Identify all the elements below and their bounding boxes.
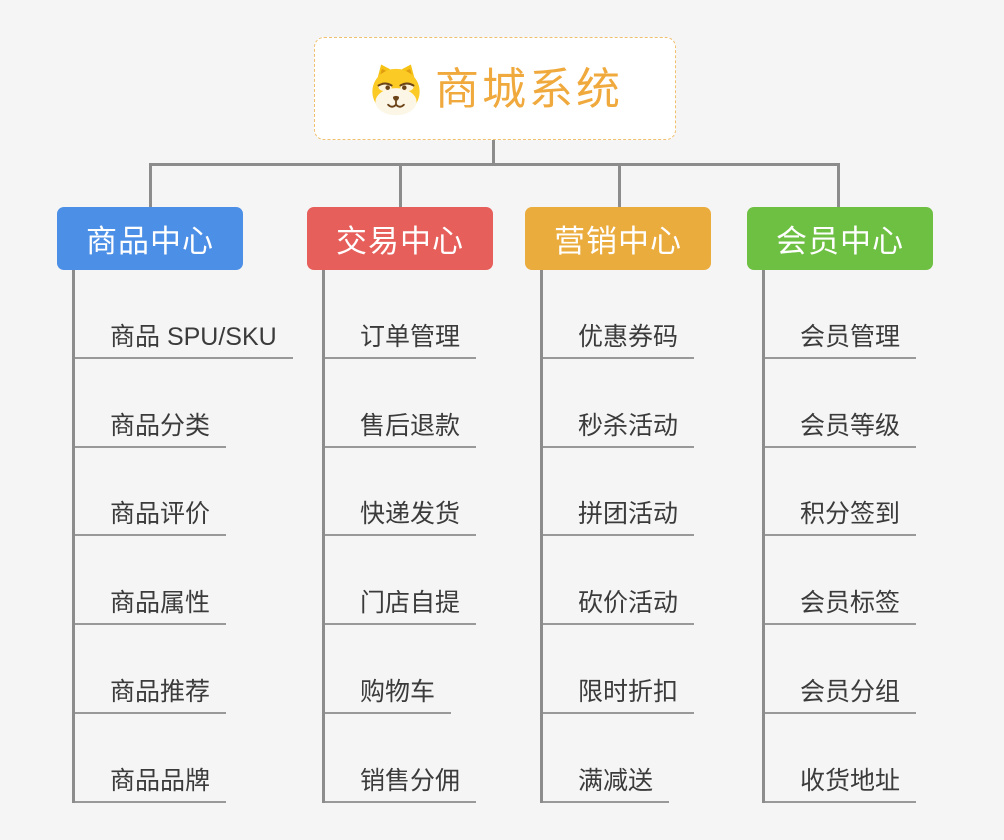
- child-row: 商品评价: [75, 448, 287, 537]
- child-row: 商品 SPU/SKU: [75, 270, 293, 359]
- child-node[interactable]: 积分签到: [765, 502, 917, 537]
- shiba-dog-icon: [372, 64, 420, 115]
- child-node[interactable]: 商品品牌: [75, 768, 227, 803]
- child-row: 门店自提: [325, 536, 537, 626]
- child-row: 商品分类: [75, 359, 287, 448]
- child-node[interactable]: 售后退款: [325, 413, 477, 448]
- branch-column-product: 商品中心 商品 SPU/SKU 商品分类 商品评价 商品属性 商品推荐 商品品牌: [57, 207, 293, 803]
- child-row: 会员分组: [765, 625, 977, 714]
- child-row: 砍价活动: [543, 536, 755, 626]
- child-row: 会员管理: [765, 270, 977, 359]
- branch-column-marketing: 营销中心 优惠券码 秒杀活动 拼团活动 砍价活动 限时折扣 满减送: [525, 207, 755, 803]
- child-node[interactable]: 限时折扣: [543, 679, 695, 714]
- branch-children-product: 商品 SPU/SKU 商品分类 商品评价 商品属性 商品推荐 商品品牌: [72, 270, 293, 803]
- child-row: 订单管理: [325, 270, 537, 359]
- child-node[interactable]: 商品推荐: [75, 679, 227, 714]
- branch-column-member: 会员中心 会员管理 会员等级 积分签到 会员标签 会员分组 收货地址: [747, 207, 977, 803]
- child-node[interactable]: 满减送: [543, 768, 670, 803]
- child-row: 拼团活动: [543, 448, 755, 537]
- child-row: 商品品牌: [75, 714, 287, 803]
- child-node[interactable]: 销售分佣: [325, 768, 477, 803]
- child-row: 会员标签: [765, 536, 977, 626]
- branch-drop-line-1: [149, 165, 152, 207]
- root-node[interactable]: 商城系统: [314, 37, 676, 140]
- branch-node-trade[interactable]: 交易中心: [307, 207, 493, 270]
- branch-column-trade: 交易中心 订单管理 售后退款 快递发货 门店自提 购物车 销售分佣: [307, 207, 537, 803]
- child-row: 收货地址: [765, 714, 977, 803]
- child-node[interactable]: 快递发货: [325, 502, 477, 537]
- child-node[interactable]: 优惠券码: [543, 324, 695, 359]
- child-node[interactable]: 会员标签: [765, 591, 917, 626]
- child-node[interactable]: 商品评价: [75, 502, 227, 537]
- root-connector-vertical: [492, 140, 495, 165]
- child-node[interactable]: 商品分类: [75, 413, 227, 448]
- child-node[interactable]: 会员分组: [765, 679, 917, 714]
- child-row: 限时折扣: [543, 625, 755, 714]
- child-row: 会员等级: [765, 359, 977, 448]
- child-row: 优惠券码: [543, 270, 755, 359]
- child-node[interactable]: 订单管理: [325, 324, 477, 359]
- child-row: 销售分佣: [325, 714, 537, 803]
- child-node[interactable]: 会员管理: [765, 324, 917, 359]
- child-row: 积分签到: [765, 448, 977, 537]
- child-node[interactable]: 门店自提: [325, 591, 477, 626]
- child-node[interactable]: 秒杀活动: [543, 413, 695, 448]
- branch-drop-line-2: [399, 165, 402, 207]
- branch-children-marketing: 优惠券码 秒杀活动 拼团活动 砍价活动 限时折扣 满减送: [540, 270, 755, 803]
- child-node[interactable]: 商品属性: [75, 591, 227, 626]
- branch-drop-line-3: [618, 165, 621, 207]
- child-row: 商品推荐: [75, 625, 287, 714]
- branch-connector-horizontal: [149, 163, 840, 166]
- branch-node-marketing[interactable]: 营销中心: [525, 207, 711, 270]
- root-title: 商城系统: [435, 64, 623, 114]
- child-row: 满减送: [543, 714, 755, 803]
- branch-drop-line-4: [837, 165, 840, 207]
- child-row: 购物车: [325, 625, 537, 714]
- child-row: 秒杀活动: [543, 359, 755, 448]
- child-node[interactable]: 砍价活动: [543, 591, 695, 626]
- child-row: 售后退款: [325, 359, 537, 448]
- branch-node-product[interactable]: 商品中心: [57, 207, 243, 270]
- child-node[interactable]: 购物车: [325, 679, 452, 714]
- child-row: 商品属性: [75, 536, 287, 626]
- child-node[interactable]: 会员等级: [765, 413, 917, 448]
- child-node[interactable]: 拼团活动: [543, 502, 695, 537]
- child-node[interactable]: 收货地址: [765, 768, 917, 803]
- child-node[interactable]: 商品 SPU/SKU: [75, 324, 293, 359]
- branch-children-trade: 订单管理 售后退款 快递发货 门店自提 购物车 销售分佣: [322, 270, 537, 803]
- branch-children-member: 会员管理 会员等级 积分签到 会员标签 会员分组 收货地址: [762, 270, 977, 803]
- child-row: 快递发货: [325, 448, 537, 537]
- branch-node-member[interactable]: 会员中心: [747, 207, 933, 270]
